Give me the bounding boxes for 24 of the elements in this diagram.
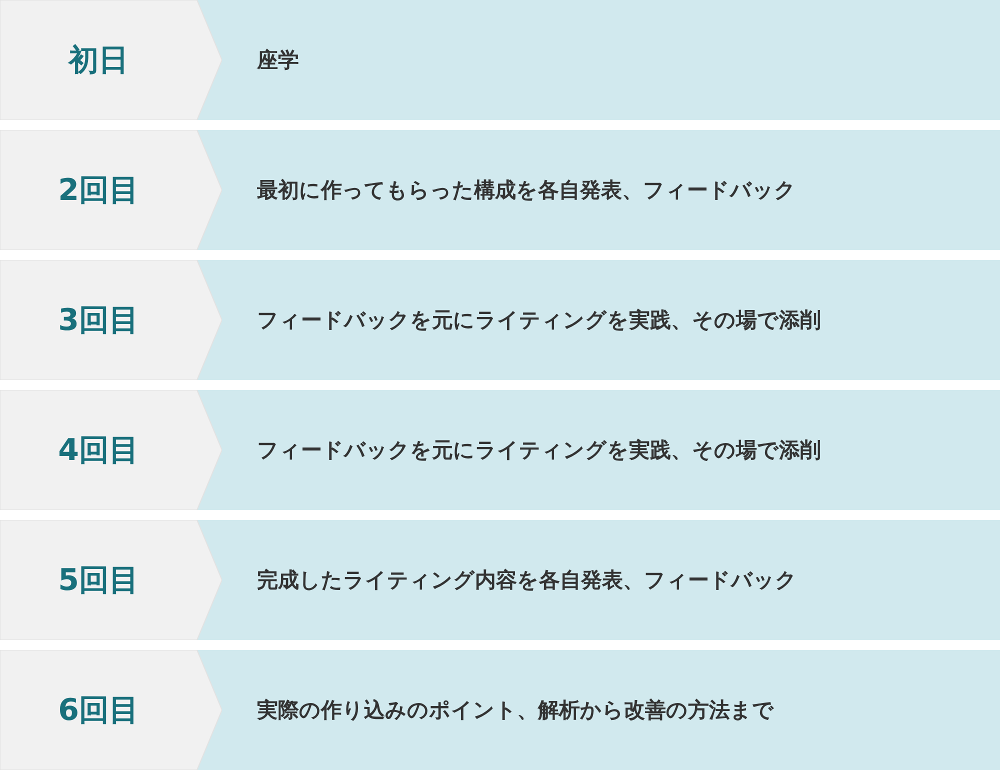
description-text: フィードバックを元にライティングを実践、その場で添削: [257, 437, 821, 464]
step-tab: [0, 650, 222, 770]
step-label: 3回目: [58, 302, 139, 340]
step-tab: [0, 260, 222, 380]
step-label: 4回目: [58, 432, 139, 470]
description-band: [197, 0, 1000, 120]
step-label: 2回目: [58, 172, 139, 210]
description-band: [197, 390, 1000, 510]
description-band: [197, 260, 1000, 380]
step-label: 5回目: [58, 562, 139, 600]
description-text: 座学: [257, 47, 299, 74]
description-text: 実際の作り込みのポイント、解析から改善の方法まで: [257, 697, 774, 724]
description-band: [197, 650, 1000, 770]
step-tab: [0, 0, 222, 120]
description-band: [197, 130, 1000, 250]
description-band: [197, 520, 1000, 640]
step-label: 6回目: [58, 692, 139, 730]
description-text: 最初に作ってもらった構成を各自発表、フィードバック: [257, 177, 796, 204]
description-text: 完成したライティング内容を各自発表、フィードバック: [257, 567, 797, 594]
step-label: 初日: [68, 42, 128, 80]
description-text: フィードバックを元にライティングを実践、その場で添削: [257, 307, 821, 334]
step-tab: [0, 130, 222, 250]
step-tab: [0, 390, 222, 510]
step-tab: [0, 520, 222, 640]
